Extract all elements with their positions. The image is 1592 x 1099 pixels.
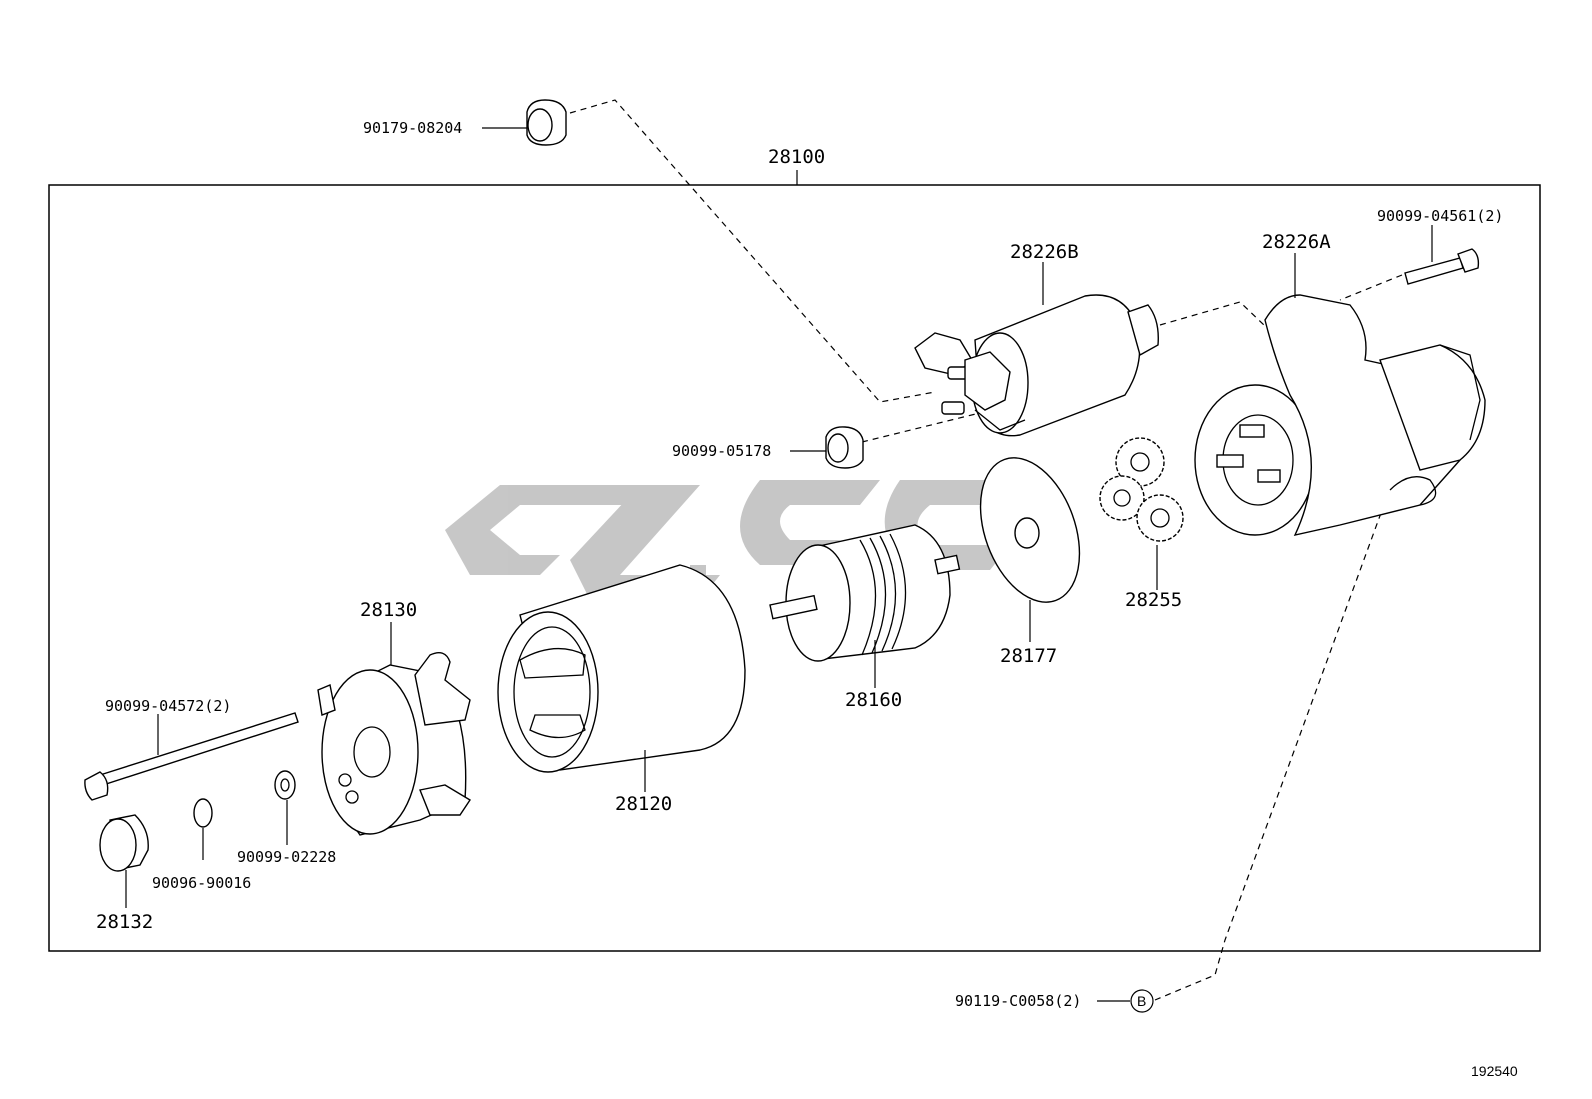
reference-number: 192540: [1471, 1063, 1518, 1079]
dash-line-boot: [569, 99, 936, 403]
housing-part: [1194, 294, 1486, 536]
bolt-right-label: 90099-04561(2): [1377, 207, 1503, 225]
armature-label: 28160: [845, 689, 902, 711]
washer-part: [274, 770, 296, 800]
washer-hole: [280, 778, 290, 792]
boot-label: 90179-08204: [363, 119, 462, 137]
yoke-label: 28120: [615, 793, 672, 815]
gear-set-part: [1099, 437, 1184, 542]
grommet-label: 90099-05178: [672, 442, 771, 460]
cap-part: [99, 814, 149, 872]
assembly-number-label: 28100: [768, 146, 825, 168]
cap-label: 28132: [96, 911, 153, 933]
dash-line-bolt: [1339, 274, 1403, 301]
dash-line-solenoid: [1159, 301, 1291, 351]
bolt-right-part: [1404, 248, 1480, 285]
end-frame-label: 28130: [360, 599, 417, 621]
dash-line-grommet: [861, 407, 1001, 443]
plate-part: [979, 457, 1081, 603]
housing-label: 28226A: [1262, 231, 1331, 253]
boot-part: [526, 99, 567, 146]
gear-set-label: 28255: [1125, 589, 1182, 611]
armature-part: [769, 524, 961, 662]
solenoid-part: [914, 294, 1159, 437]
plate-label: 28177: [1000, 645, 1057, 667]
end-frame-part: [317, 652, 471, 836]
callout-letter: B: [1137, 993, 1146, 1009]
nut-label: 90119-C0058(2): [955, 992, 1081, 1010]
yoke-part: [497, 564, 746, 773]
through-bolt-label: 90099-04572(2): [105, 697, 231, 715]
solenoid-label: 28226B: [1010, 241, 1079, 263]
dash-line-nut: [1154, 501, 1386, 1001]
through-bolt-part: [84, 712, 299, 801]
assembly-frame: [48, 184, 1541, 952]
ring-part: [193, 798, 213, 828]
washer-label: 90099-02228: [237, 848, 336, 866]
grommet-part: [825, 426, 864, 469]
ring-label: 90096-90016: [152, 874, 251, 892]
callout-circle: [1130, 989, 1154, 1013]
